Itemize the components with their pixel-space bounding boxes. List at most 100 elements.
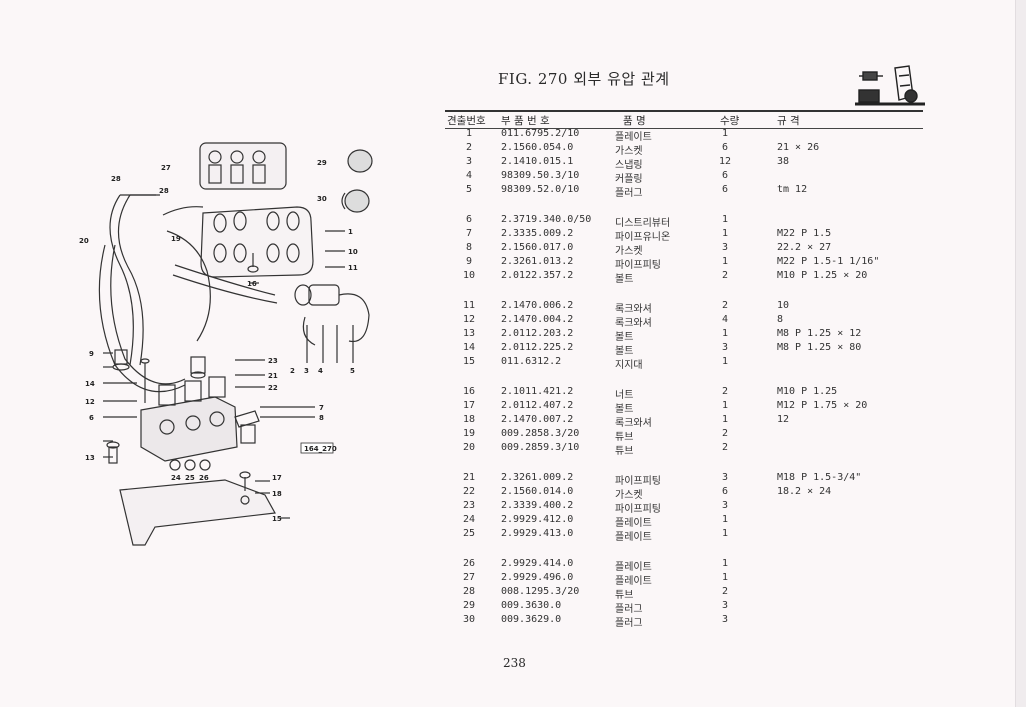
cell-part: 2.9929.413.0 (501, 528, 574, 539)
cell-qty: 1 (721, 214, 729, 225)
cell-name: 플레이트 (615, 532, 652, 543)
cell-name: 플레이트 (615, 518, 652, 529)
header-part-name: 품 명 (623, 115, 646, 127)
cell-spec: 12 (777, 414, 790, 425)
cell-no: 12 (462, 314, 476, 325)
cell-name: 플레이트 (615, 132, 652, 143)
cell-name: 가스켓 (615, 490, 643, 501)
cell-part: 2.9929.412.0 (501, 514, 574, 525)
cell-part: 98309.52.0/10 (501, 184, 580, 195)
cell-no: 14 (462, 342, 476, 353)
hydraulic-diagram-svg: 164_270 1 2 3 4 5 6 7 8 9 10 11 12 13 14… (79, 142, 373, 546)
cell-qty: 2 (721, 270, 729, 281)
cell-no: 28 (462, 586, 476, 597)
cell-no: 8 (465, 242, 473, 253)
cell-part: 009.2859.3/10 (501, 442, 580, 453)
cell-no: 21 (462, 472, 476, 483)
cell-name: 파이프피팅 (615, 476, 661, 487)
cell-name: 튜브 (615, 446, 634, 457)
cell-name: 볼트 (615, 332, 634, 343)
cell-part: 2.3335.009.2 (501, 228, 574, 239)
cell-no: 30 (462, 614, 476, 625)
callout-1: 1 (348, 228, 353, 236)
cell-qty: 3 (721, 242, 729, 253)
callout-13: 13 (85, 454, 95, 462)
cell-name: 스냅링 (615, 160, 643, 171)
callout-11: 11 (348, 264, 358, 272)
callout-24: 24 (171, 474, 181, 482)
callout-2: 2 (290, 367, 295, 375)
cell-qty: 12 (718, 156, 732, 167)
cell-no: 23 (462, 500, 476, 511)
cell-no: 2 (465, 142, 473, 153)
cell-qty: 2 (721, 386, 729, 397)
cell-part: 2.3261.013.2 (501, 256, 574, 267)
cell-part: 2.0122.357.2 (501, 270, 574, 281)
cell-no: 15 (462, 356, 476, 367)
callout-14: 14 (85, 380, 95, 388)
cell-spec: 18.2 × 24 (777, 486, 832, 497)
cell-no: 17 (462, 400, 476, 411)
exploded-parts-diagram: 164_270 1 2 3 4 5 6 7 8 9 10 11 12 13 14… (75, 135, 375, 555)
cell-spec: M18 P 1.5-3/4" (777, 472, 862, 483)
cell-qty: 3 (721, 600, 729, 611)
callout-15: 15 (272, 515, 282, 523)
cell-name: 플레이트 (615, 562, 652, 573)
cell-part: 2.1470.004.2 (501, 314, 574, 325)
cell-spec: M10 P 1.25 × 20 (777, 270, 868, 281)
cell-qty: 1 (721, 558, 729, 569)
cell-qty: 3 (721, 500, 729, 511)
cell-spec: M10 P 1.25 (777, 386, 838, 397)
callout-27: 27 (161, 164, 171, 172)
cell-spec: 10 (777, 300, 790, 311)
cell-name: 튜브 (615, 432, 634, 443)
parts-table-header: 견출번호 부 품 번 호 품 명 수량 규 격 (445, 110, 923, 129)
callout-16: 16 (247, 280, 257, 288)
callout-10: 10 (348, 248, 358, 256)
drawing-code: 164_270 (304, 445, 337, 453)
cell-qty: 1 (721, 514, 729, 525)
cell-qty: 2 (721, 586, 729, 597)
cell-no: 6 (465, 214, 473, 225)
callout-12: 12 (85, 398, 95, 406)
callout-7: 7 (319, 404, 324, 412)
cell-name: 파이프유니온 (615, 232, 671, 243)
tractor-hydraulic-emblem-icon (855, 65, 925, 106)
cell-no: 25 (462, 528, 476, 539)
cell-no: 22 (462, 486, 476, 497)
cell-part: 2.1560.017.0 (501, 242, 574, 253)
cell-part: 2.1011.421.2 (501, 386, 574, 397)
cell-qty: 6 (721, 486, 729, 497)
callout-26: 26 (199, 474, 209, 482)
cell-no: 16 (462, 386, 476, 397)
cell-qty: 1 (721, 228, 729, 239)
cell-no: 27 (462, 572, 476, 583)
header-callout-no: 견출번호 (447, 115, 486, 127)
cell-qty: 1 (721, 356, 729, 367)
cell-spec: M22 P 1.5-1 1/16" (777, 256, 880, 267)
cell-name: 파이프피팅 (615, 504, 661, 515)
page-number: 238 (503, 656, 526, 670)
cell-qty: 1 (721, 414, 729, 425)
cell-no: 9 (465, 256, 473, 267)
cell-name: 커플링 (615, 174, 643, 185)
cell-qty: 6 (721, 184, 729, 195)
cell-name: 지지대 (615, 360, 643, 371)
cell-qty: 1 (721, 256, 729, 267)
cell-part: 011.6795.2/10 (501, 128, 580, 139)
cell-part: 2.9929.414.0 (501, 558, 574, 569)
cell-spec: M8 P 1.25 × 12 (777, 328, 862, 339)
cell-name: 플러그 (615, 604, 643, 615)
callout-30: 30 (317, 195, 327, 203)
cell-name: 플레이트 (615, 576, 652, 587)
